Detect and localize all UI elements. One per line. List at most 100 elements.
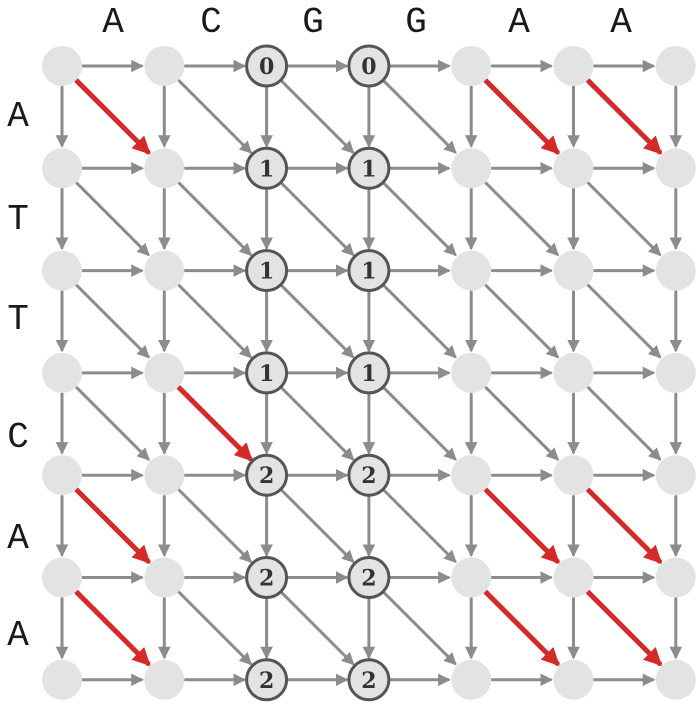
node-score: 2	[361, 463, 376, 489]
match-diagonal-edge	[74, 78, 151, 155]
grid-node	[144, 352, 185, 393]
grid-node	[553, 46, 594, 86]
diagonal-edge	[279, 181, 355, 257]
grid-node	[144, 148, 185, 189]
diagonal-edge	[279, 386, 355, 461]
grid-node	[553, 659, 594, 700]
node-score: 1	[361, 259, 376, 285]
scored-node	[245, 146, 289, 190]
grid-node	[42, 250, 82, 291]
diagonal-edge	[177, 181, 253, 257]
grid-node	[451, 46, 492, 86]
diagonal-edge	[75, 181, 150, 257]
diagonal-edge	[75, 386, 150, 461]
scored-node	[347, 249, 391, 293]
node-score: 2	[361, 668, 376, 694]
node-score: 0	[259, 54, 274, 80]
match-diagonal-edge	[74, 589, 151, 667]
match-diagonal-edge	[176, 385, 253, 462]
grid-node	[42, 557, 82, 598]
node-score: 1	[361, 361, 376, 387]
node-score: 2	[361, 566, 376, 592]
scored-node	[245, 351, 289, 395]
grid-node	[42, 46, 82, 86]
top-seq-letter: A	[102, 2, 124, 43]
grid-node	[553, 455, 594, 496]
diagonal-edge	[586, 386, 662, 461]
grid-node	[42, 352, 82, 393]
diagonal-edge	[484, 386, 559, 461]
diagonal-edge	[177, 283, 253, 359]
diagonal-edge	[382, 283, 457, 359]
match-diagonal-edge	[483, 78, 560, 155]
grid-node	[553, 148, 594, 189]
node-score: 1	[259, 156, 274, 182]
top-seq-letter: A	[610, 2, 632, 43]
left-seq-letter: C	[7, 417, 29, 458]
diagonal-edge	[382, 488, 457, 563]
diagonal-edge	[484, 181, 559, 257]
grid-node	[42, 659, 82, 700]
match-diagonal-edge	[483, 487, 560, 564]
diagonal-edge	[382, 181, 457, 257]
scored-node	[245, 453, 289, 497]
grid-node	[655, 352, 696, 393]
grid-node	[655, 46, 696, 86]
node-score: 2	[259, 668, 274, 694]
match-diagonal-edge	[585, 589, 663, 667]
grid-node	[451, 148, 492, 189]
grid-node	[655, 557, 696, 598]
diagonal-edge	[484, 283, 559, 359]
grid-node	[655, 250, 696, 291]
scored-node	[347, 44, 391, 88]
left-seq-letter: A	[7, 615, 29, 656]
match-diagonal-edge	[483, 589, 560, 667]
scored-node	[245, 658, 289, 702]
scored-node	[245, 44, 289, 88]
diagonal-edge	[279, 79, 355, 154]
node-score: 2	[259, 463, 274, 489]
diagonal-edge	[279, 488, 355, 563]
edges-layer	[55, 59, 683, 687]
scored-node	[347, 351, 391, 395]
node-score: 2	[259, 566, 274, 592]
diagonal-edge	[382, 590, 457, 666]
node-score: 1	[361, 156, 376, 182]
grid-node	[451, 352, 492, 393]
grid-node	[655, 659, 696, 700]
diagonal-edge	[382, 386, 457, 461]
node-score: 1	[259, 259, 274, 285]
grid-node	[144, 557, 185, 598]
diagonal-edge	[279, 283, 355, 359]
diagonal-edge	[279, 590, 355, 666]
left-seq-letter: T	[7, 299, 29, 340]
diagonal-edge	[177, 79, 253, 154]
match-diagonal-edge	[585, 487, 663, 564]
top-seq-letter: G	[405, 2, 427, 43]
left-seq-letter: T	[7, 199, 29, 240]
diagonal-edge	[177, 488, 253, 563]
diagonal-edge	[586, 283, 662, 359]
diagonal-edge	[177, 590, 253, 666]
left-seq-letter: A	[7, 96, 29, 137]
scored-node	[347, 146, 391, 190]
grid-node	[655, 455, 696, 496]
scored-node	[347, 658, 391, 702]
grid-node	[451, 659, 492, 700]
node-score: 1	[259, 361, 274, 387]
match-diagonal-edge	[74, 487, 151, 564]
grid-node	[655, 148, 696, 189]
grid-node	[144, 659, 185, 700]
diagonal-edge	[75, 283, 150, 359]
top-seq-letter: G	[302, 2, 324, 43]
scored-node	[347, 453, 391, 497]
grid-node	[451, 250, 492, 291]
grid-node	[553, 557, 594, 598]
left-seq-letter: A	[7, 518, 29, 559]
grid-node	[144, 455, 185, 496]
grid-node	[42, 148, 82, 189]
grid-node	[451, 455, 492, 496]
grid-node	[553, 250, 594, 291]
